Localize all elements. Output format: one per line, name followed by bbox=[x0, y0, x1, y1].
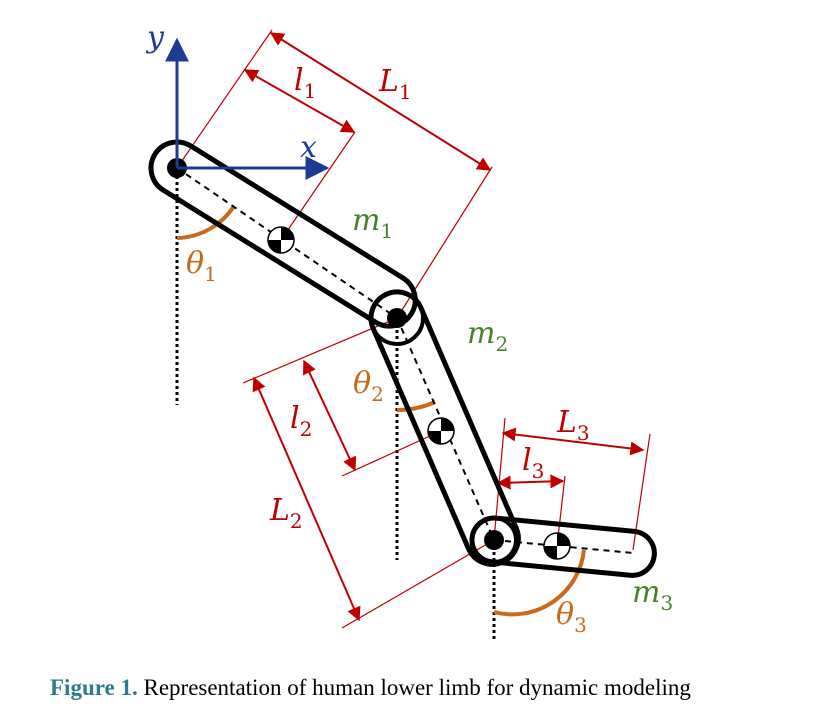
angle-arc-theta3 bbox=[493, 549, 586, 617]
y-axis-label: y bbox=[145, 20, 165, 55]
dimension-arrow-L2 bbox=[252, 376, 361, 622]
com-marker-shank bbox=[427, 417, 455, 445]
mass-label-m1: m1 bbox=[352, 203, 393, 243]
guide-line-ankle-left bbox=[341, 539, 495, 629]
length-label-l2: l2 bbox=[290, 401, 312, 441]
length-label-L3: L3 bbox=[556, 405, 590, 445]
dimension-arrow-L3 bbox=[501, 427, 645, 456]
angle-label-theta3: θ3 bbox=[556, 597, 587, 637]
length-label-l3: l3 bbox=[522, 443, 544, 483]
length-label-L1: L1 bbox=[378, 64, 412, 104]
dimension-arrow-l2 bbox=[302, 359, 357, 472]
ankle-joint-ring bbox=[470, 516, 518, 564]
com-marker-foot bbox=[543, 532, 571, 560]
knee-joint bbox=[387, 308, 407, 328]
length-label-L2: L2 bbox=[269, 493, 303, 533]
angle-arc-theta1 bbox=[176, 204, 236, 240]
com-marker-thigh bbox=[267, 226, 295, 254]
mass-label-m2: m2 bbox=[467, 316, 508, 356]
figure-caption: Figure 1. Representation of human lower … bbox=[50, 675, 810, 701]
knee-joint-ring bbox=[369, 290, 425, 346]
dimension-arrow-L1 bbox=[269, 32, 492, 171]
mass-label-m3: m3 bbox=[632, 575, 673, 615]
length-label-l1: l1 bbox=[294, 63, 316, 103]
x-axis-label: x bbox=[300, 130, 317, 165]
figure-caption-text: Representation of human lower limb for d… bbox=[137, 675, 691, 700]
dimension-arrow-l3 bbox=[496, 474, 565, 490]
angle-label-theta2: θ2 bbox=[353, 366, 384, 406]
segment-thigh bbox=[148, 139, 418, 329]
figure-number: Figure 1. bbox=[50, 675, 138, 700]
ankle-joint bbox=[484, 530, 504, 550]
angle-arc-theta2 bbox=[396, 400, 436, 413]
angle-label-theta1: θ1 bbox=[186, 246, 217, 286]
